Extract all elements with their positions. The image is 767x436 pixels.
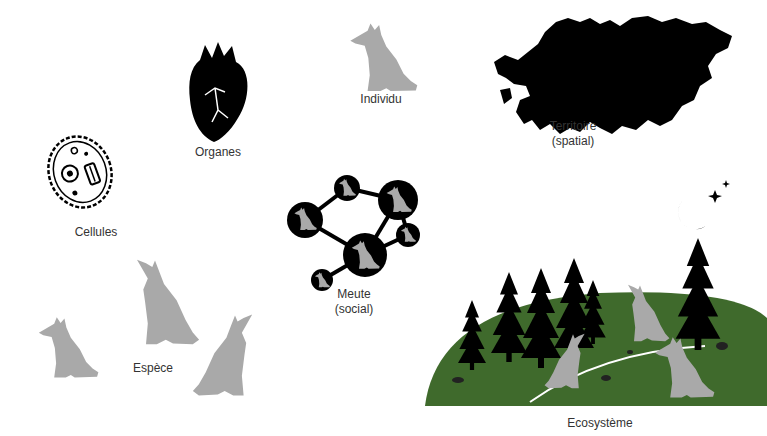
level-label: Cellules xyxy=(75,225,118,240)
heart-icon xyxy=(189,42,247,142)
level-label: Territoire (spatial) xyxy=(541,119,605,149)
europe-map xyxy=(494,16,732,134)
level-label: Organes xyxy=(195,145,241,160)
level-label: Meute (social) xyxy=(328,287,380,317)
cell-icon xyxy=(39,128,122,217)
pack-members xyxy=(287,175,420,291)
level-label: Espèce xyxy=(133,361,173,376)
wolf-icon xyxy=(350,23,417,91)
species-wolves xyxy=(39,260,252,396)
ecosystem-scene xyxy=(425,180,767,406)
level-label: Ecosystème xyxy=(567,416,632,431)
level-label: Individu xyxy=(360,92,401,107)
